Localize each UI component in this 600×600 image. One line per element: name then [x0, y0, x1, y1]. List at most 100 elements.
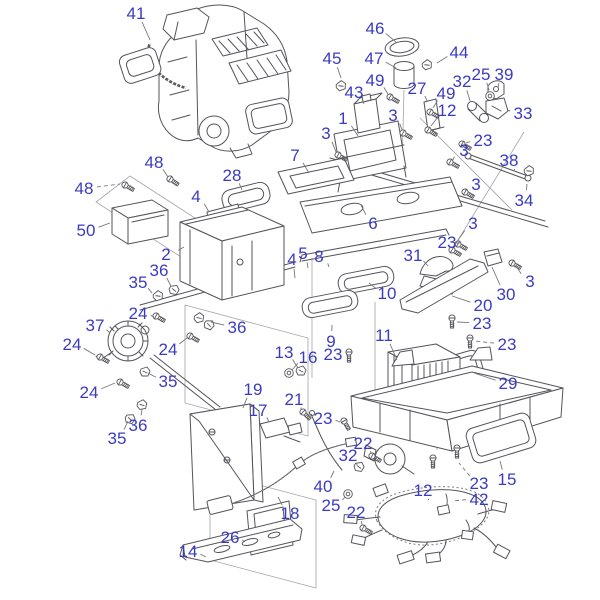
leader-line	[451, 295, 471, 303]
leader-line	[525, 183, 528, 191]
part-number-callout: 8	[314, 247, 323, 266]
part-number-callout: 32	[453, 72, 472, 91]
leader-line	[507, 109, 511, 112]
leader-line	[147, 372, 157, 378]
part-number-callout: 22	[354, 434, 373, 453]
part-number-callout: 35	[129, 273, 148, 292]
leader-line	[486, 82, 490, 91]
link-rods	[139, 157, 549, 471]
leader-line	[360, 204, 367, 215]
leader-line	[302, 162, 310, 174]
part-number-callout: 25	[472, 65, 491, 84]
part-number-callout: 10	[378, 284, 397, 303]
leader-line	[430, 116, 439, 127]
leader-line	[436, 56, 448, 64]
part-number-callout: 16	[299, 348, 318, 367]
part-number-callout: 31	[404, 246, 423, 265]
leader-line	[306, 262, 309, 269]
part-number-callout: 1	[338, 109, 347, 128]
part-number-callout: 7	[290, 146, 299, 165]
arm-20	[399, 258, 489, 314]
blower-housing	[198, 115, 230, 147]
wire-18	[206, 436, 358, 515]
part-number-callout: 4	[191, 187, 200, 206]
part-number-callout: 28	[223, 166, 242, 185]
leader-line	[150, 315, 155, 318]
part-number-callout: 21	[285, 390, 304, 409]
part-number-callout: 29	[499, 374, 518, 393]
construction-planes	[95, 89, 525, 589]
part-number-callout: 25	[322, 496, 341, 515]
screw-glyph	[466, 334, 474, 349]
leader-line	[277, 496, 283, 506]
rails-5-8	[299, 228, 450, 263]
leader-line	[385, 33, 397, 43]
leader-line	[335, 419, 341, 423]
leader-line	[361, 99, 365, 105]
screw-glyph	[429, 454, 437, 469]
leader-line	[399, 123, 403, 131]
connector	[490, 500, 508, 513]
leader-line	[331, 141, 337, 153]
part-number-callout: 36	[228, 318, 247, 337]
clip-glyph	[135, 398, 149, 411]
part-number-callout: 35	[108, 429, 127, 448]
leader-line	[242, 539, 246, 543]
screw-glyph	[115, 377, 131, 391]
screw-glyph	[358, 523, 374, 537]
leader-line	[350, 125, 359, 137]
leader-line	[293, 268, 296, 279]
part-number-callout: 32	[339, 446, 358, 465]
part-number-callout: 23	[470, 474, 489, 493]
clip-glyph	[202, 318, 216, 331]
leader-line	[140, 408, 143, 416]
connector	[350, 534, 367, 546]
part-number-callout: 49	[437, 84, 456, 103]
rod-40	[310, 413, 343, 471]
leader-line	[473, 372, 496, 381]
control-module-50	[111, 199, 169, 245]
part-number-callout: 38	[500, 151, 519, 170]
connector	[292, 456, 306, 470]
part-number-callout: 26	[221, 528, 240, 547]
gasket-28	[221, 181, 271, 213]
connector	[344, 436, 358, 448]
clip-glyph	[139, 366, 151, 377]
part-number-callout: 49	[366, 71, 385, 90]
part-number-callout: 33	[514, 104, 533, 123]
part-number-callout: 12	[414, 481, 433, 500]
part-number-callout: 39	[495, 65, 514, 84]
duct-6	[299, 176, 463, 234]
part-number-callout: 41	[127, 4, 146, 23]
side-opening	[245, 97, 293, 135]
leader-line	[497, 83, 500, 89]
part-number-callout: 20	[474, 296, 493, 315]
leader-line	[341, 496, 346, 501]
clip-glyph	[167, 283, 181, 296]
leader-line	[361, 521, 363, 526]
wiring-harness-12	[343, 483, 511, 565]
leader-line	[513, 168, 516, 171]
leader-line	[451, 499, 467, 502]
cap-47	[393, 61, 415, 89]
leader-line	[292, 359, 299, 369]
part-number-callout: 36	[150, 261, 169, 280]
part-number-callout: 46	[366, 19, 385, 38]
part-number-callout: 23	[473, 314, 492, 333]
leader-line	[458, 462, 471, 477]
screw-glyph	[151, 311, 167, 325]
connector	[492, 543, 511, 560]
leader-line	[424, 95, 428, 102]
leader-line	[166, 277, 172, 287]
leader-line	[96, 183, 121, 188]
leader-line	[203, 203, 210, 213]
part-number-callout: 14	[179, 542, 198, 561]
leader-line	[473, 340, 495, 344]
line-art	[95, 4, 564, 589]
module-19	[189, 403, 264, 511]
nut-glyph	[485, 91, 495, 101]
connector	[372, 483, 389, 498]
leader-line	[98, 222, 111, 228]
